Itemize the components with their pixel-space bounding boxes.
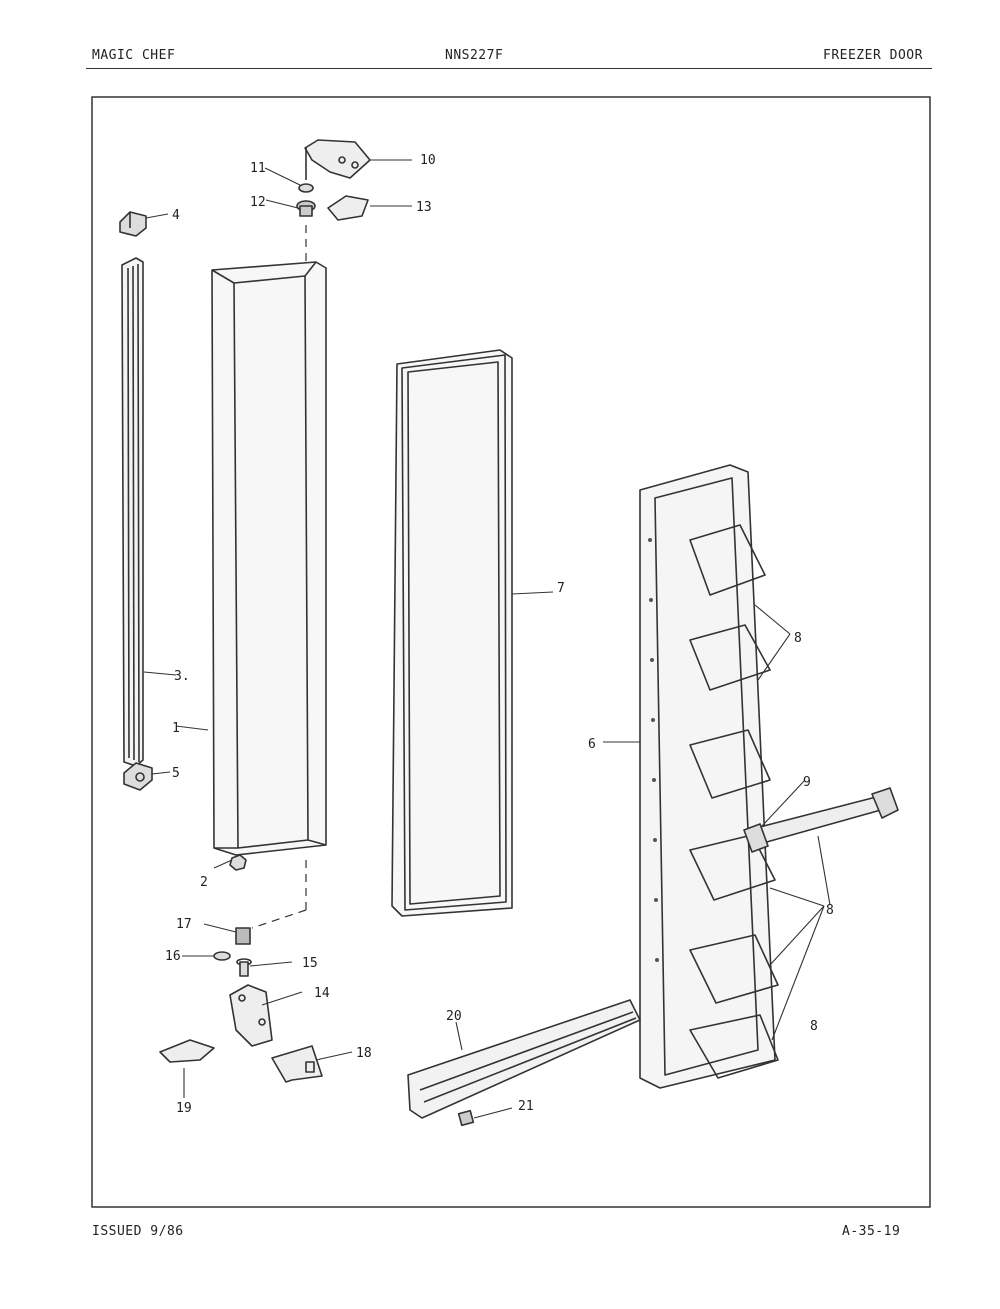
- callout-labels: 1 2 3. 4 5 6 7 8 8 8 9 10 11 12 13 14 15…: [165, 153, 834, 1116]
- callout-3: 3.: [174, 669, 190, 684]
- liner-shelves: [689, 524, 779, 1079]
- callout-8-extra: 8: [810, 1019, 818, 1034]
- hinge-axis: [251, 225, 307, 929]
- part-6-door-liner: [639, 464, 779, 1089]
- section-label: FREEZER DOOR: [823, 48, 923, 63]
- part-3-gasket-strip: [121, 257, 144, 767]
- diagram-border: [91, 96, 931, 1208]
- part-12-bushing: [296, 200, 316, 217]
- part-15-pin: [236, 958, 252, 977]
- page-code: A-35-19: [842, 1224, 901, 1239]
- callout-12: 12: [250, 195, 266, 210]
- callout-7: 7: [557, 581, 565, 596]
- part-9-bar: [743, 787, 899, 853]
- callout-10: 10: [420, 153, 436, 168]
- callout-16: 16: [165, 949, 181, 964]
- issued-date: ISSUED 9/86: [92, 1224, 184, 1239]
- callout-15: 15: [302, 956, 318, 971]
- part-4-top-clip: [119, 211, 147, 237]
- header-rule: [86, 68, 932, 69]
- callout-5: 5: [172, 766, 180, 781]
- part-19-bracket: [159, 1039, 215, 1063]
- callout-8-lower: 8: [826, 903, 834, 918]
- part-21-clip: [457, 1109, 475, 1127]
- callout-4: 4: [172, 208, 180, 223]
- part-7-door-gasket: [391, 349, 513, 917]
- part-18-plate: [271, 1045, 323, 1083]
- part-13-shim: [327, 195, 369, 221]
- callout-19: 19: [176, 1101, 192, 1116]
- part-14-bottom-hinge: [229, 984, 273, 1047]
- callout-6: 6: [588, 737, 596, 752]
- callout-1: 1: [172, 721, 180, 736]
- part-20-lower-trim: [407, 999, 641, 1119]
- callout-17: 17: [176, 917, 192, 932]
- part-5-bottom-clip: [123, 762, 153, 791]
- part-1-door-frame: [211, 261, 327, 856]
- callout-2: 2: [200, 875, 208, 890]
- callout-21: 21: [518, 1099, 534, 1114]
- liner-holes: [648, 538, 659, 962]
- part-2-nut: [229, 854, 247, 871]
- callout-11: 11: [250, 161, 266, 176]
- callout-9: 9: [803, 775, 811, 790]
- part-16-washer: [213, 951, 231, 961]
- part-11-washer: [298, 183, 314, 193]
- brand-label: MAGIC CHEF: [92, 48, 176, 63]
- leader-lines: [143, 159, 831, 1119]
- part-17-bushing: [235, 927, 251, 945]
- callout-13: 13: [416, 200, 432, 215]
- callout-20: 20: [446, 1009, 462, 1024]
- callout-14: 14: [314, 986, 330, 1001]
- part-10-top-hinge: [304, 139, 371, 180]
- callout-18: 18: [356, 1046, 372, 1061]
- callout-8-upper: 8: [794, 631, 802, 646]
- model-label: NNS227F: [445, 48, 504, 63]
